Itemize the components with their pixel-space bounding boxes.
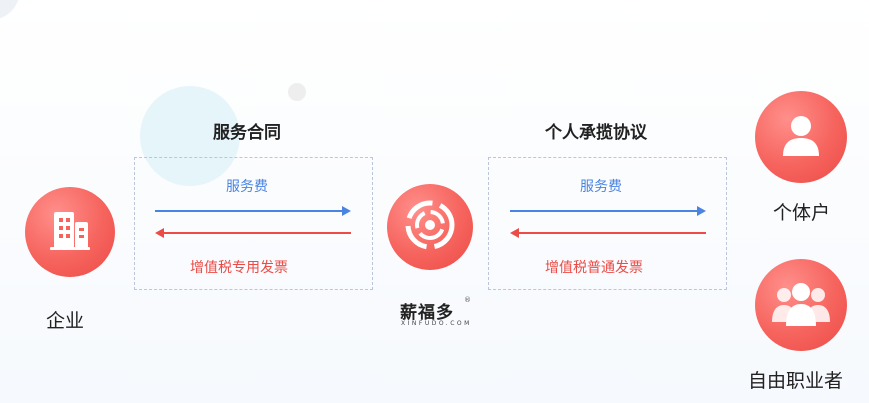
- company-label: 企业: [46, 310, 85, 332]
- personal-contract-box: [488, 157, 727, 290]
- service-contract-box: [134, 157, 373, 290]
- left-fee-label: 服务费: [226, 179, 268, 195]
- building-icon: [46, 206, 94, 258]
- company-node: [25, 187, 115, 277]
- service-contract-title: 服务合同: [213, 123, 281, 143]
- personal-contract-title: 个人承揽协议: [545, 123, 647, 143]
- freelancer-label: 自由职业者: [748, 370, 844, 392]
- individual-business-node: [755, 91, 847, 183]
- registered-mark: ®: [464, 296, 471, 304]
- group-icon: [770, 278, 832, 332]
- brand-name: 薪福多: [400, 303, 454, 323]
- freelancer-node: [755, 259, 847, 351]
- right-invoice-arrow: [510, 228, 706, 238]
- swirl-logo-icon: [401, 196, 459, 258]
- person-icon: [778, 112, 824, 162]
- right-fee-arrow: [510, 206, 706, 216]
- brand-logo-node: [387, 184, 473, 270]
- left-invoice-label: 增值税专用发票: [190, 260, 288, 276]
- right-fee-label: 服务费: [580, 179, 622, 195]
- corner-blob: [0, 0, 20, 20]
- right-invoice-label: 增值税普通发票: [545, 260, 643, 276]
- brand-domain: XINFUDO.COM: [401, 320, 472, 327]
- individual-business-label: 个体户: [773, 202, 831, 224]
- decorative-cyan-circle: [140, 86, 240, 186]
- left-fee-arrow: [155, 206, 351, 216]
- decorative-grey-dot: [288, 83, 306, 101]
- left-invoice-arrow: [155, 228, 351, 238]
